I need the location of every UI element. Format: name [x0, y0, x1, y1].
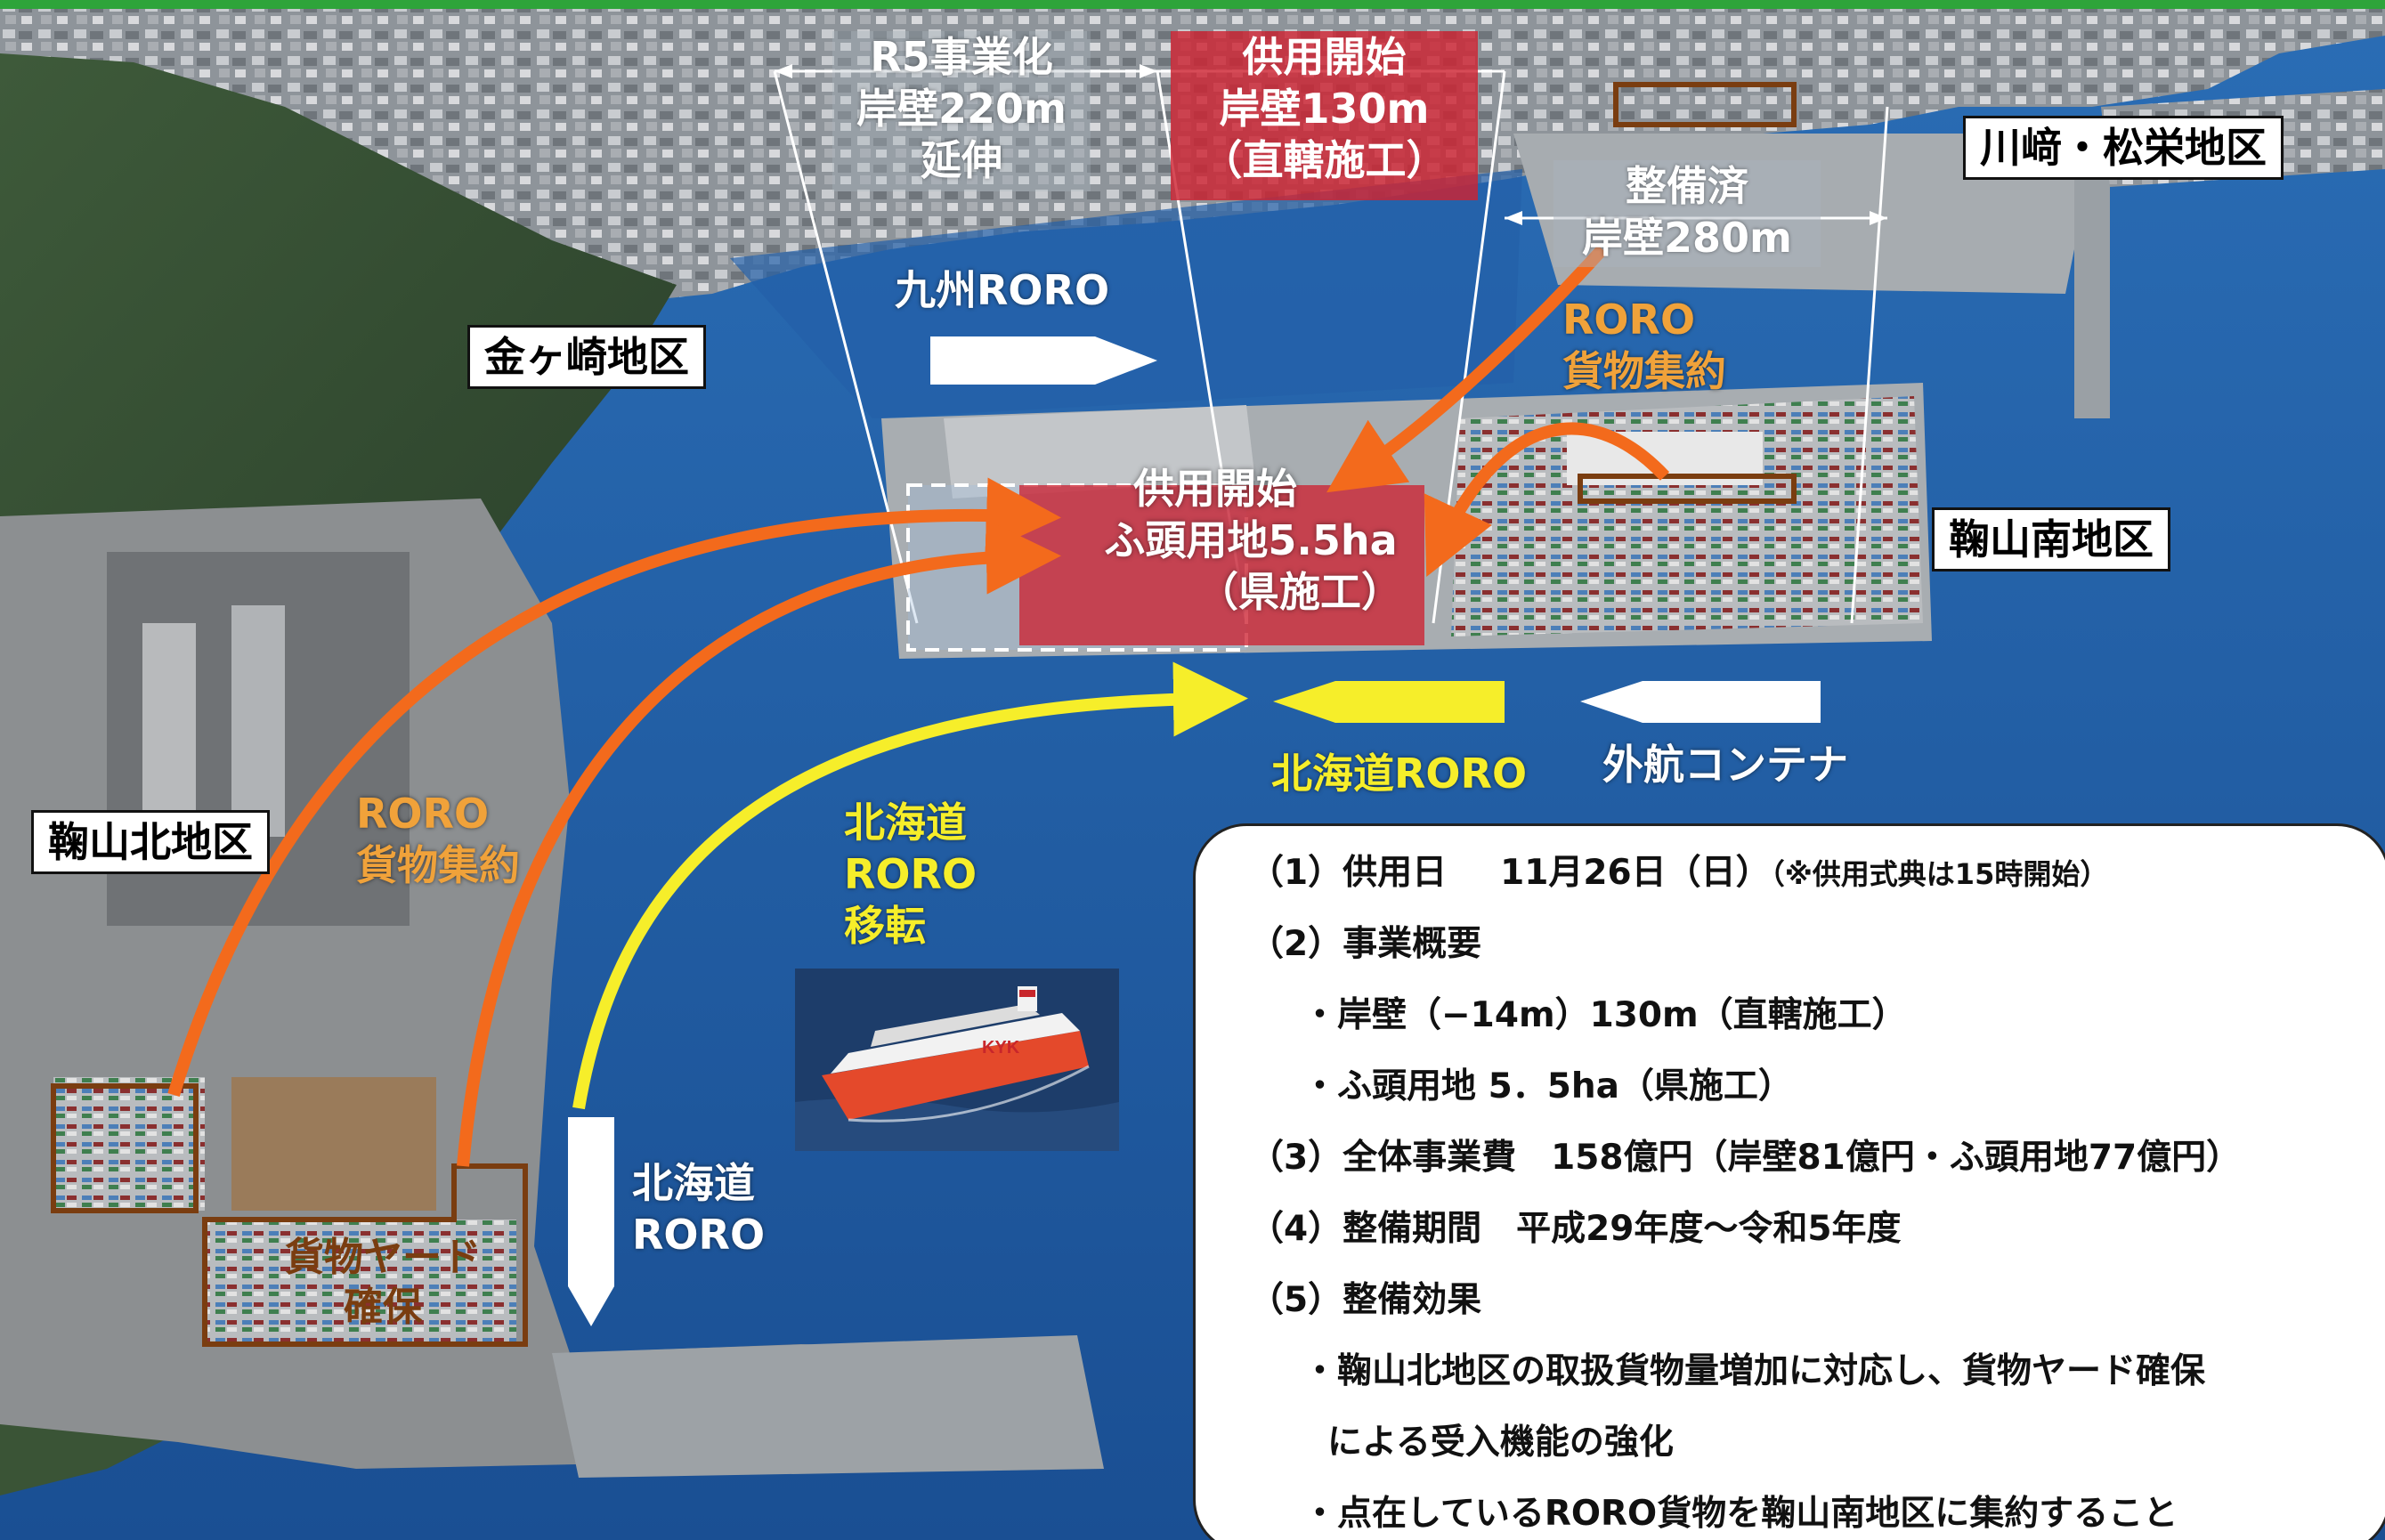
kyushu-ship-marker: [930, 336, 1157, 385]
info-item5-a: ・鞠山北地区の取扱貨物量増加に対応し、貨物ヤード確保: [1302, 1351, 2206, 1391]
ship-illustration: KYK: [795, 969, 1119, 1151]
info-item3: （3）全体事業費 158億円（岸壁81億円・ふ頭用地77億円）: [1249, 1138, 2242, 1178]
r5-line2: 岸壁220m: [856, 85, 1067, 133]
orange-arrow-kawasaki: [1326, 245, 1608, 493]
info-item1-note: （※供用式典は15時開始）: [1770, 857, 2109, 891]
open-line3: （直轄施工）: [1201, 136, 1448, 184]
roro-cargo-right: RORO 貨物集約: [1562, 294, 1726, 397]
hokkaido-move-line3: 移転: [844, 902, 926, 950]
orange-arrow-south: [1424, 422, 1670, 578]
info-panel: （1）供用日 11月26日（日）（※供用式典は15時開始） （2）事業概要 ・岸壁…: [1193, 823, 2385, 1540]
district-kanegasaki: 金ヶ崎地区: [467, 325, 706, 389]
info-item2: （2）事業概要: [1249, 924, 1482, 964]
roro-cargo-left-line2: 貨物集約: [356, 841, 520, 889]
hokkaido-ship-marker: [1273, 681, 1505, 723]
roro-cargo-left-line1: RORO: [356, 790, 490, 838]
hokkaido-left-ship-marker: [568, 1117, 614, 1326]
district-maruyama-minami: 鞠山南地区: [1932, 507, 2170, 571]
cargo-yard-line1: 貨物ヤード: [285, 1235, 481, 1280]
open-line1: 供用開始: [1242, 33, 1407, 81]
cargo-yard-label: 貨物ヤード 確保: [267, 1233, 499, 1333]
district-maruyama-kita: 鞠山北地区: [31, 810, 270, 874]
r5-line1: R5事業化: [870, 33, 1053, 81]
hokkaido-left-label: 北海道 RORO: [632, 1157, 765, 1260]
kyushu-roro-label: 九州RORO: [895, 266, 1110, 314]
hokkaido-left-line2: RORO: [632, 1211, 766, 1259]
ship-hull-text: KYK: [982, 1038, 1020, 1058]
wharf-line3: （県施工）: [1197, 568, 1402, 616]
container-ship-marker: [1580, 681, 1821, 723]
roro-cargo-right-line1: RORO: [1562, 296, 1696, 344]
done-line2: 岸壁280m: [1582, 214, 1792, 262]
r5-line3: 延伸: [921, 136, 1002, 184]
hokkaido-left-line1: 北海道: [632, 1159, 755, 1207]
roro-cargo-right-line2: 貨物集約: [1562, 347, 1726, 395]
done-line1: 整備済: [1626, 162, 1748, 210]
info-item2-b: ・ふ頭用地 5．5ha（県施工）: [1302, 1066, 1793, 1106]
open-line2: 岸壁130m: [1219, 85, 1430, 133]
hokkaido-move-line2: RORO: [844, 850, 978, 898]
info-item2-a: ・岸壁（−14m）130m（直轄施工）: [1302, 995, 1907, 1035]
info-item1-label: （1）供用日: [1249, 853, 1448, 893]
wharf-line1: 供用開始: [1133, 465, 1297, 513]
info-item5-b: ・点在しているRORO貨物を鞠山南地区に集約すること: [1302, 1494, 2178, 1534]
hokkaido-roro-bottom-label: 北海道RORO: [1271, 750, 1528, 798]
info-item4: （4）整備期間 平成29年度～令和5年度: [1249, 1209, 1902, 1249]
hokkaido-move-label: 北海道 RORO 移転: [844, 797, 977, 952]
wharf-land-label: 供用開始 ふ頭用地5.5ha （県施工）: [1059, 463, 1442, 641]
info-item5-a2: による受入機能の強化: [1327, 1422, 1674, 1463]
wharf-line2: ふ頭用地5.5ha: [1104, 516, 1398, 564]
foreign-container-label: 外航コンテナ: [1602, 741, 1848, 789]
wharf-land-block: [1019, 485, 1424, 645]
orange-arrow-north-1: [167, 477, 1061, 1098]
cargo-yard-line2: 確保: [344, 1285, 422, 1330]
hokkaido-move-line1: 北海道: [844, 798, 967, 847]
done-quay-label: 整備済 岸壁280m: [1553, 160, 1821, 267]
info-item1-date: 11月26日（日）: [1500, 853, 1771, 893]
yellow-arrow-hokkaido: [572, 661, 1248, 1110]
roro-cargo-left: RORO 貨物集約: [356, 788, 520, 891]
r5-quay-label: R5事業化 岸壁220m 延伸: [832, 31, 1091, 191]
orange-arrow-north-2: [457, 519, 1061, 1167]
info-item1: （1）供用日 11月26日（日）（※供用式典は15時開始）: [1249, 853, 2108, 895]
ship-photo: KYK: [795, 969, 1119, 1151]
district-kawasaki-matsue: 川﨑・松栄地区: [1963, 116, 2284, 180]
info-item5: （5）整備効果: [1249, 1280, 1482, 1320]
open-quay-label: 供用開始 岸壁130m （直轄施工）: [1171, 31, 1478, 200]
